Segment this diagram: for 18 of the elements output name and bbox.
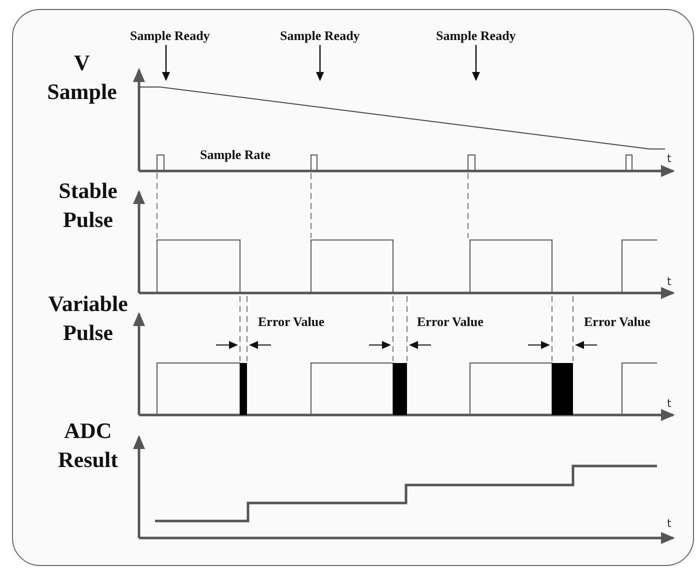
axis-label: Sample Rate: [200, 147, 270, 163]
axis-unit: t: [667, 275, 672, 288]
axis-unit: t: [667, 397, 672, 410]
axis-title: V Sample: [46, 49, 118, 106]
arrow: [316, 45, 324, 81]
axis-title: Variable Pulse: [47, 290, 129, 347]
axis-title: Stable Pulse: [58, 177, 118, 234]
annotation-text: Sample Ready: [280, 28, 360, 44]
annotation-text: Error Value: [584, 314, 650, 330]
annotation-text: Error Value: [417, 314, 484, 330]
arrow: [162, 45, 170, 81]
axis-unit: t: [667, 152, 672, 165]
arrow: [472, 45, 480, 81]
axis-unit: t: [667, 517, 672, 530]
axis-title: ADC Result: [57, 417, 119, 474]
annotation-text: Sample Ready: [130, 28, 210, 44]
annotation-text: Sample Ready: [436, 28, 516, 44]
annotation-text: Error Value: [258, 314, 324, 330]
